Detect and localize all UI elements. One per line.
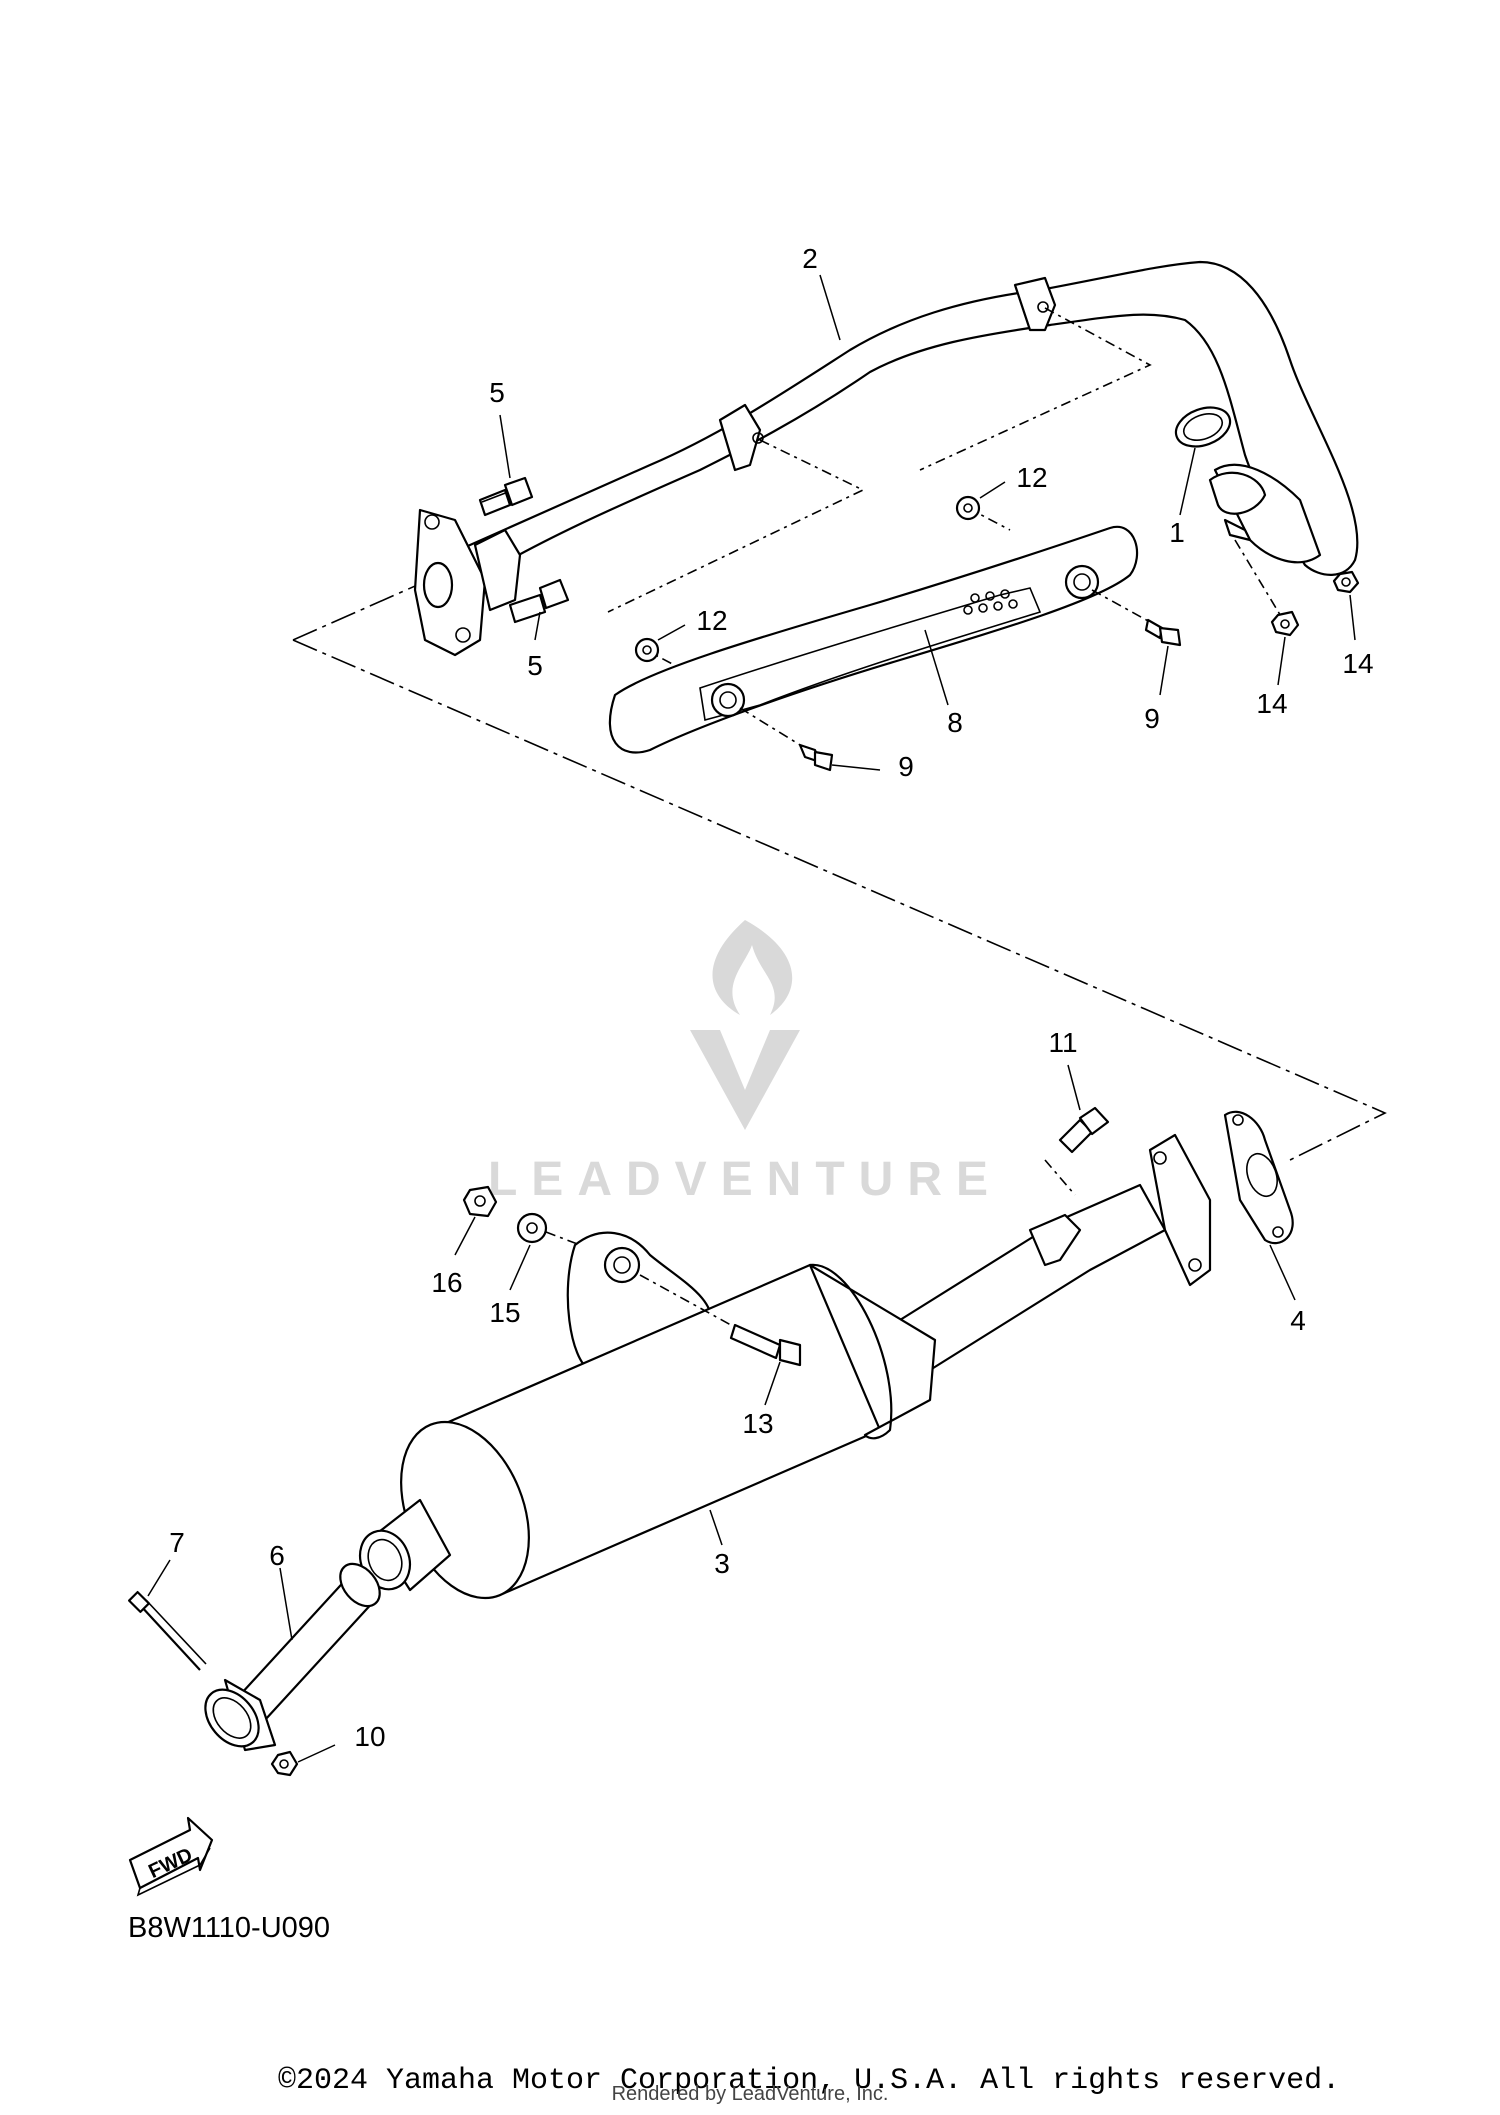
washer-part-15 bbox=[516, 1212, 548, 1244]
callout-14-left: 14 bbox=[1256, 688, 1287, 719]
callout-1: 1 bbox=[1169, 517, 1185, 548]
spark-arrestor-part bbox=[204, 1562, 381, 1752]
rendered-by-notice: Rendered by LeadVenture, Inc. bbox=[612, 2083, 889, 2105]
callout-15: 15 bbox=[489, 1297, 520, 1328]
nut-part-14-left bbox=[1270, 610, 1300, 637]
callout-9-right: 9 bbox=[1144, 703, 1160, 734]
heat-shield-part bbox=[608, 525, 1139, 754]
callout-10: 10 bbox=[354, 1721, 385, 1752]
nut-part-10 bbox=[270, 1750, 299, 1777]
assembly-line bbox=[292, 639, 1387, 1161]
callout-14-right: 14 bbox=[1342, 648, 1373, 679]
washer-part-12-right bbox=[955, 495, 981, 521]
callout-8: 8 bbox=[947, 707, 963, 738]
callout-12-right: 12 bbox=[1016, 462, 1047, 493]
bolt-part-11 bbox=[1058, 1106, 1110, 1154]
callout-2: 2 bbox=[802, 243, 818, 274]
callout-3: 3 bbox=[714, 1548, 730, 1579]
bolt-part-9-right bbox=[1144, 618, 1182, 647]
callout-7: 7 bbox=[169, 1527, 185, 1558]
forward-arrow-icon: FWD bbox=[128, 1816, 214, 1897]
callout-6: 6 bbox=[269, 1540, 285, 1571]
callout-9-left: 9 bbox=[898, 751, 914, 782]
gasket-ring-part bbox=[1174, 406, 1232, 448]
callout-11: 11 bbox=[1048, 1027, 1077, 1058]
screw-part-7 bbox=[128, 1591, 207, 1671]
watermark-brand-text: LEADVENTURE bbox=[488, 1153, 1002, 1206]
bolt-part-lower bbox=[508, 578, 570, 624]
leadventure-watermark: LEADVENTURE bbox=[488, 920, 1002, 1206]
callout-12-left: 12 bbox=[696, 605, 727, 636]
callout-4: 4 bbox=[1290, 1305, 1306, 1336]
bolt-part-13 bbox=[729, 1323, 802, 1367]
callout-16: 16 bbox=[431, 1267, 462, 1298]
v-logo-icon bbox=[690, 1030, 800, 1130]
callout-5-lower: 5 bbox=[527, 650, 543, 681]
callout-13: 13 bbox=[742, 1408, 773, 1439]
gasket-plate-part bbox=[1223, 1110, 1294, 1245]
bolt-part-9-left bbox=[798, 743, 834, 772]
copyright-notice: ©2024 Yamaha Motor Corporation, U.S.A. A… bbox=[278, 2064, 1340, 2098]
nut-part-14-right bbox=[1332, 570, 1360, 594]
flame-logo-icon bbox=[712, 920, 793, 1015]
exhaust-pipe-part bbox=[413, 260, 1359, 657]
washer-part-12-left bbox=[634, 637, 660, 663]
bolt-part-upper bbox=[478, 476, 534, 517]
callout-5-upper: 5 bbox=[489, 377, 505, 408]
diagram-code: B8W1110-U090 bbox=[128, 1912, 330, 1944]
nut-part-16 bbox=[462, 1185, 498, 1218]
